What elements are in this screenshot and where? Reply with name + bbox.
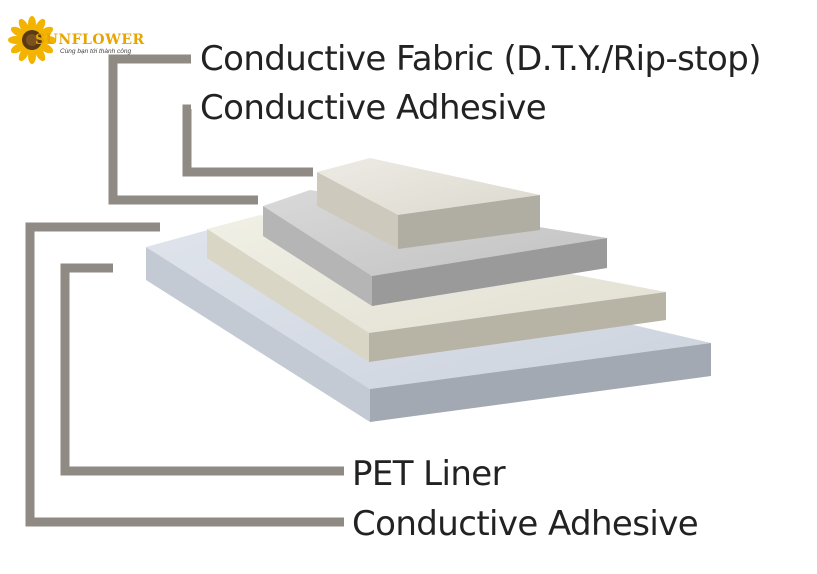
leader-line-adhesive-bottom (25, 222, 344, 527)
logo-wordmark: SUNFLOWER (35, 32, 145, 48)
logo-tagline: Cùng bạn tới thành công (60, 48, 132, 55)
label-conductive-adhesive-bottom: Conductive Adhesive (352, 504, 699, 544)
leader-line-adhesive-top (182, 104, 313, 177)
label-conductive-fabric: Conductive Fabric (D.T.Y./Rip-stop) (200, 39, 761, 79)
leader-line-pet (60, 263, 344, 476)
label-conductive-adhesive-top: Conductive Adhesive (200, 88, 547, 128)
conductive-fabric-block (317, 158, 540, 249)
leader-line-fabric (108, 54, 258, 205)
label-pet-liner: PET Liner (352, 454, 506, 494)
leader-lines (25, 54, 344, 527)
sunflower-logo: SUNFLOWER Cùng bạn tới thành công (8, 10, 148, 66)
sunflower-icon (8, 16, 56, 64)
